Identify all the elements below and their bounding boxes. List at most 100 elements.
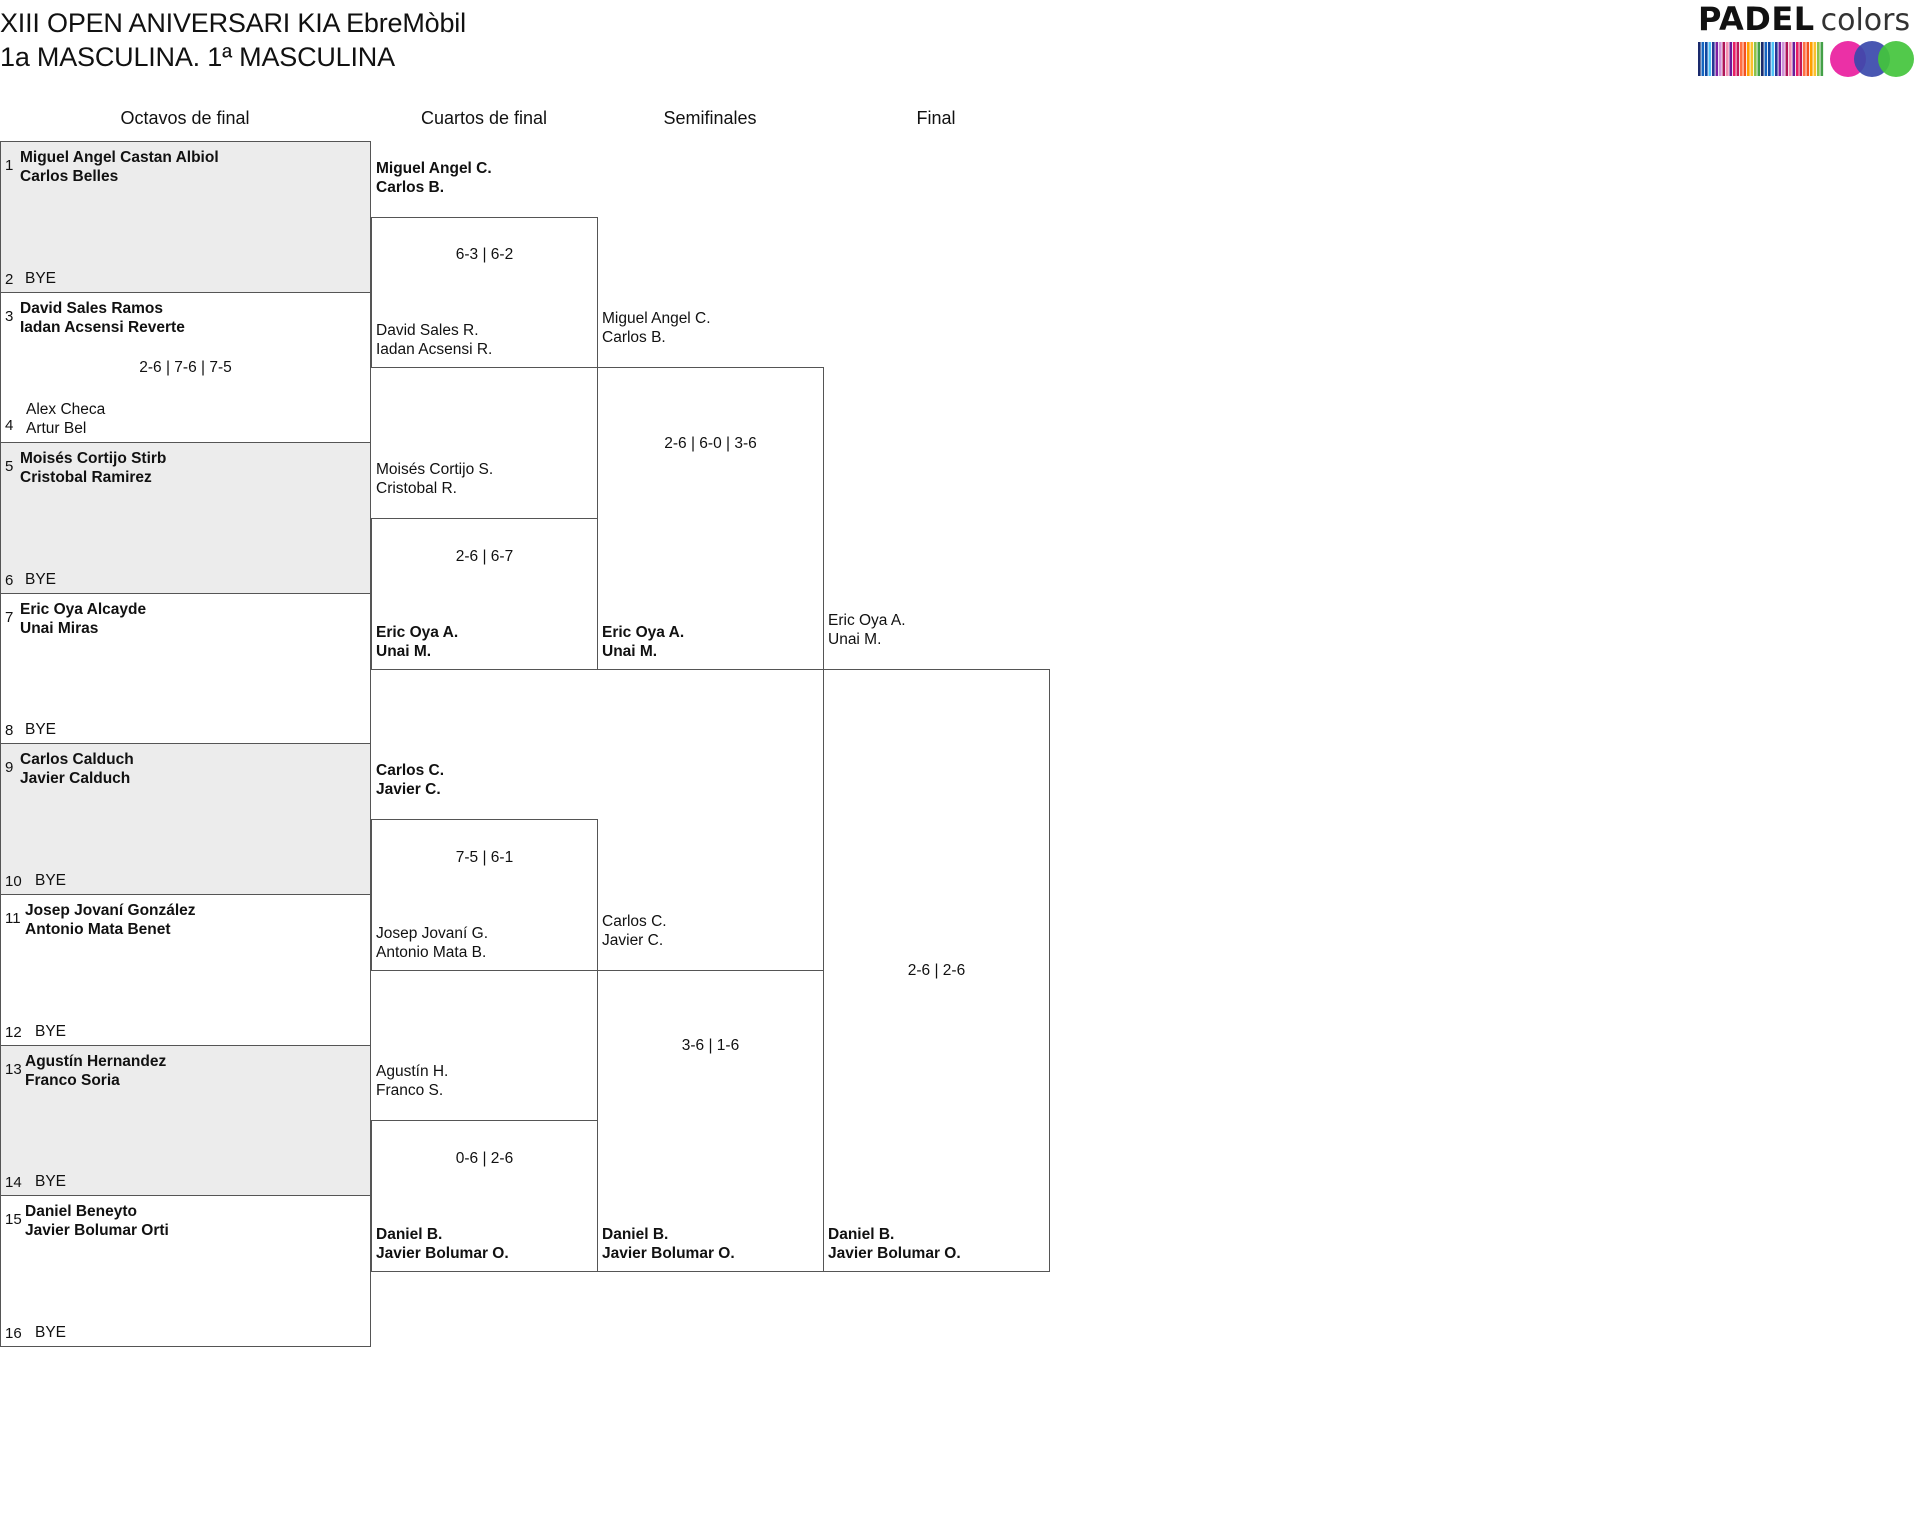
logo-stripe (1761, 42, 1764, 76)
logo-stripe (1785, 42, 1789, 76)
logo-stripe (1813, 42, 1817, 76)
logo-stripe (1782, 42, 1785, 76)
bye-label: BYE (35, 1173, 67, 1191)
player-name: Unai M. (828, 630, 882, 648)
player-name: Antonio Mata B. (376, 943, 487, 961)
seed-number: 13 (5, 1060, 22, 1078)
player-name: Carlos C. (602, 912, 667, 930)
player-name: David Sales Ramos (20, 299, 164, 317)
match-score: 2-6 | 6-7 (455, 547, 514, 565)
player-name: Alex Checa (26, 401, 106, 419)
logo-stripe (1740, 42, 1743, 76)
player-name: Carlos Calduch (20, 751, 134, 769)
player-name: Javier C. (602, 931, 664, 949)
logo-stripe (1712, 42, 1715, 76)
logo-stripe (1806, 42, 1810, 76)
seed-number: 7 (5, 608, 14, 626)
logo-stripe (1757, 42, 1761, 76)
logo-stripe (1820, 42, 1824, 76)
seed-number: 12 (5, 1023, 22, 1041)
match-score: 7-5 | 6-1 (455, 848, 514, 866)
player-name: Miguel Angel C. (376, 159, 492, 177)
bye-label: BYE (35, 1022, 67, 1040)
logo-stripe (1715, 42, 1719, 76)
tournament-title: XIII OPEN ANIVERSARI KIA EbreMòbil (0, 8, 466, 38)
team-entry: Agustín H.Franco S. (376, 1062, 448, 1100)
player-name: Unai M. (602, 642, 658, 660)
logo-stripe (1750, 42, 1754, 76)
team-entry: Eric Oya A.Unai M. (828, 611, 906, 649)
logo-stripe (1729, 42, 1733, 76)
player-name: Javier Calduch (20, 770, 131, 788)
team-entry: Daniel B. Javier Bolumar O. (828, 1225, 961, 1263)
logo-stripe (1799, 42, 1803, 76)
player-name: Miguel Angel Castan Albiol (20, 149, 219, 166)
logo-stripe (1719, 42, 1722, 76)
match-score: 6-3 | 6-2 (455, 246, 514, 264)
bye-label: BYE (35, 1323, 67, 1341)
player-name: Moisés Cortijo S. (376, 461, 494, 478)
match-score: 0-6 | 2-6 (455, 1150, 514, 1168)
player-name: Franco S. (376, 1082, 444, 1100)
player-name: Carlos Belles (20, 168, 119, 185)
player-name: Javier Bolumar O. (376, 1245, 509, 1262)
logo-stripe (1775, 42, 1778, 76)
seed-number: 11 (5, 910, 21, 927)
player-name: Eric Oya A. (602, 623, 685, 641)
seed-number: 10 (5, 872, 22, 890)
player-name: Moisés Cortijo Stirb (20, 450, 167, 468)
player-name: Eric Oya A. (828, 611, 906, 629)
player-name: David Sales R. (376, 322, 479, 340)
player-name: Agustín H. (376, 1063, 449, 1081)
seed-number: 6 (5, 571, 14, 589)
logo-stripe (1768, 42, 1771, 76)
match-box-final: 2-6 | 2-6 (823, 668, 1050, 1272)
bye-label: BYE (25, 721, 57, 739)
team-entry: Daniel B. Javier Bolumar O. (376, 1225, 509, 1263)
match-score: 2-6 | 6-0 | 3-6 (664, 434, 757, 452)
team-entry: Josep Jovaní G.Antonio Mata B. (376, 924, 488, 962)
player-name: Daniel B. (828, 1226, 895, 1243)
logo-stripe (1792, 42, 1796, 76)
logo-ball (1878, 41, 1914, 77)
player-name: Daniel B. (376, 1226, 443, 1243)
logo-stripe (1778, 42, 1782, 76)
player-name: Iadan Acsensi R. (376, 341, 493, 359)
seed-number: 8 (5, 722, 14, 740)
category-title: 1a MASCULINA. 1ª MASCULINA (0, 42, 395, 72)
player-name: Artur Bel (26, 420, 87, 438)
player-name: Javier Bolumar O. (602, 1245, 735, 1262)
player-name: Josep Jovaní González (25, 902, 196, 919)
player-name: Javier Bolumar O. (828, 1245, 961, 1262)
player-name: Eric Oya Alcayde (20, 600, 147, 618)
logo-stripe (1701, 42, 1705, 76)
logo-stripe (1722, 42, 1726, 76)
round-header-final: Final (916, 108, 956, 128)
player-name: Iadan Acsensi Reverte (20, 318, 185, 336)
player-name: Javier C. (376, 781, 441, 799)
logo-stripe (1754, 42, 1757, 76)
bye-label: BYE (25, 570, 57, 588)
seed-number: 2 (5, 270, 14, 288)
seed-number: 15 (5, 1211, 22, 1229)
player-name: Eric Oya A. (376, 623, 459, 641)
logo-stripes-and-balls-icon (1698, 41, 1914, 77)
logo-stripe (1733, 42, 1736, 76)
player-name: Daniel B. (602, 1226, 669, 1243)
logo-stripe (1789, 42, 1792, 76)
logo-stripe (1803, 42, 1806, 76)
